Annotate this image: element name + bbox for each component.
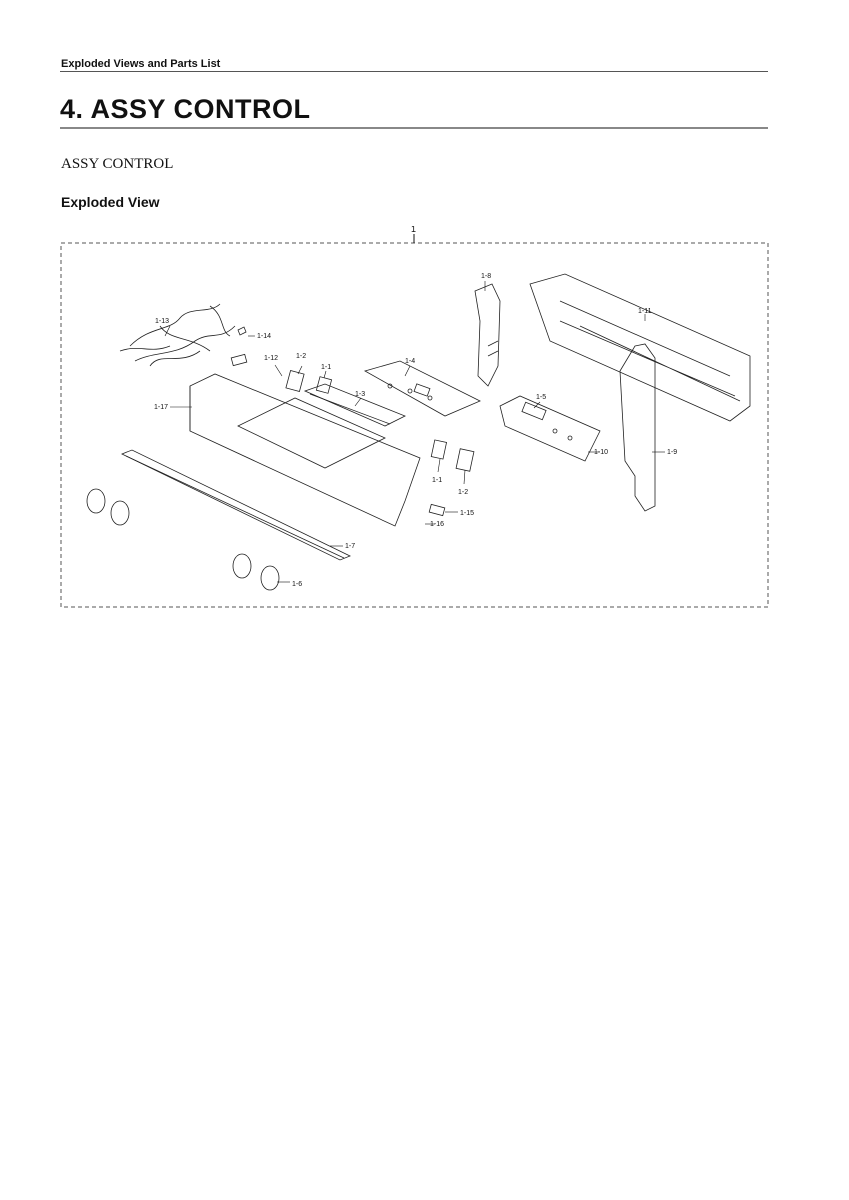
label-part: 1-13 xyxy=(155,318,169,325)
switch-part xyxy=(455,448,475,472)
switch-part xyxy=(315,376,333,394)
right-bracket xyxy=(619,343,656,512)
label-assembly: 1 xyxy=(411,226,416,234)
label-part: 1-12 xyxy=(264,355,278,362)
header-label: Exploded Views and Parts List xyxy=(61,58,221,70)
knob xyxy=(232,553,252,579)
clip-part xyxy=(237,326,247,336)
label-part: 1-8 xyxy=(481,273,491,280)
switch-part xyxy=(430,439,448,460)
pcb-board xyxy=(363,360,481,417)
section-title: 4. ASSY CONTROL xyxy=(60,94,311,124)
knob xyxy=(110,500,130,526)
label-part: 1-2 xyxy=(296,353,306,360)
diagram-frame xyxy=(60,242,769,608)
label-part: 1-3 xyxy=(355,391,365,398)
label-part: 1-17 xyxy=(154,404,168,411)
label-part: 1-10 xyxy=(594,449,608,456)
label-part: 1-4 xyxy=(405,358,415,365)
title-divider xyxy=(60,127,768,129)
subtitle: ASSY CONTROL xyxy=(61,156,174,172)
knob xyxy=(260,565,280,591)
label-part: 1-11 xyxy=(638,308,652,315)
rear-frame xyxy=(529,273,751,422)
trim-strip xyxy=(121,449,351,561)
label-part: 1-16 xyxy=(430,521,444,528)
exploded-view-svg: 1 xyxy=(60,226,769,608)
side-bracket xyxy=(474,283,501,387)
display-board xyxy=(499,395,601,462)
label-part: 1-15 xyxy=(460,510,474,517)
label-part: 1-14 xyxy=(257,333,271,340)
wire-harness xyxy=(119,303,236,367)
control-panel xyxy=(303,383,406,427)
exploded-view-heading: Exploded View xyxy=(61,194,160,210)
spacer-part xyxy=(428,503,446,517)
exploded-view-diagram: 1 xyxy=(60,226,769,609)
knob xyxy=(86,488,106,514)
label-part: 1-6 xyxy=(292,581,302,588)
label-part: 1-1 xyxy=(321,364,331,371)
header-divider xyxy=(60,71,768,72)
label-part: 1-1 xyxy=(432,477,442,484)
label-part: 1-9 xyxy=(667,449,677,456)
front-panel xyxy=(189,373,421,527)
label-part: 1-7 xyxy=(345,543,355,550)
switch-part xyxy=(285,370,305,392)
label-part: 1-2 xyxy=(458,489,468,496)
label-part: 1-5 xyxy=(536,394,546,401)
